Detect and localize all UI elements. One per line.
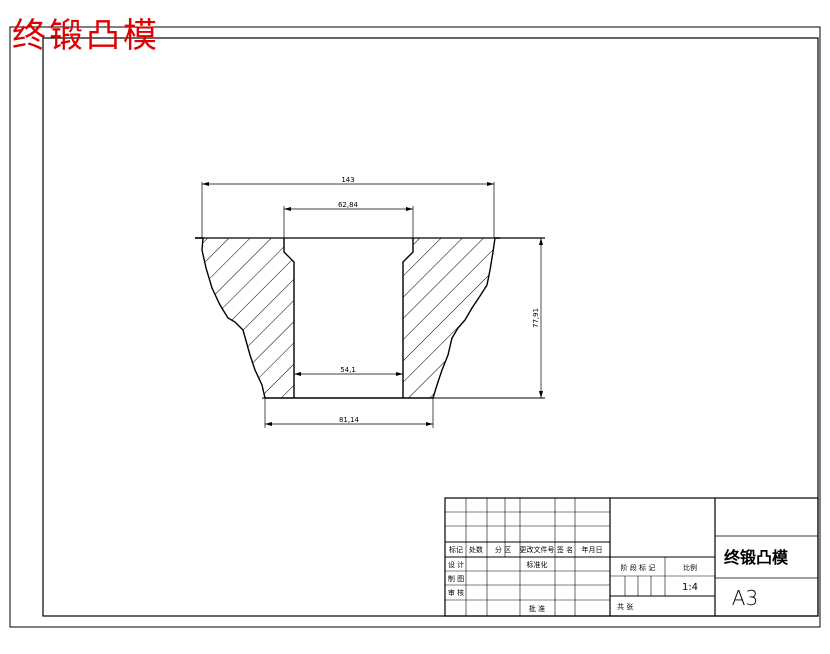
standardize-label: 标准化 — [527, 560, 548, 569]
review-label: 审 核 — [448, 588, 464, 597]
dim-height: 77,91 — [532, 308, 540, 328]
approve-label: 批 准 — [529, 604, 545, 613]
scale-value: 1:4 — [682, 582, 698, 593]
rev-header-mark: 标记 — [449, 545, 463, 554]
total-sheets-label: 共 张 — [617, 602, 633, 611]
dimension-top-width: 143 — [201, 176, 495, 238]
inner-frame — [42, 37, 819, 617]
title-block-text: 标记 处数 分 区 更改文件号 签 名 年月日 设 计 标准化 制 图 审 核 … — [448, 545, 789, 613]
rev-header-sign: 签 名 — [557, 545, 573, 554]
part-section — [195, 237, 545, 399]
dim-bore-bottom: 54,1 — [340, 366, 356, 374]
dim-bore-top: 62,84 — [338, 201, 359, 209]
design-label: 设 计 — [448, 560, 464, 569]
dim-top-width: 143 — [341, 176, 354, 184]
bore-right-wall — [402, 238, 414, 398]
rev-header-zone: 分 区 — [495, 545, 511, 554]
draw-label: 制 图 — [448, 574, 464, 583]
dimension-bore-bottom: 54,1 — [294, 366, 403, 376]
rev-header-doc: 更改文件号 — [520, 545, 555, 554]
right-hatch — [403, 238, 495, 398]
red-heading: 终锻凸模 — [12, 16, 160, 56]
sheet-size: A3 — [732, 586, 758, 610]
dimension-base-width: 81,14 — [264, 398, 434, 428]
dimension-height: 77,91 — [532, 238, 543, 398]
bore-left-wall — [283, 238, 295, 398]
scale-label: 比例 — [683, 563, 697, 572]
left-hatch — [202, 238, 294, 398]
part-name: 终锻凸模 — [724, 548, 789, 567]
rev-header-count: 处数 — [469, 545, 483, 554]
dim-base-width: 81,14 — [339, 416, 360, 424]
title-block — [444, 497, 819, 617]
outer-border — [9, 26, 821, 628]
stage-mark-label: 阶 段 标 记 — [621, 563, 656, 572]
dimension-bore-top: 62,84 — [283, 201, 414, 238]
rev-header-date: 年月日 — [582, 545, 603, 554]
